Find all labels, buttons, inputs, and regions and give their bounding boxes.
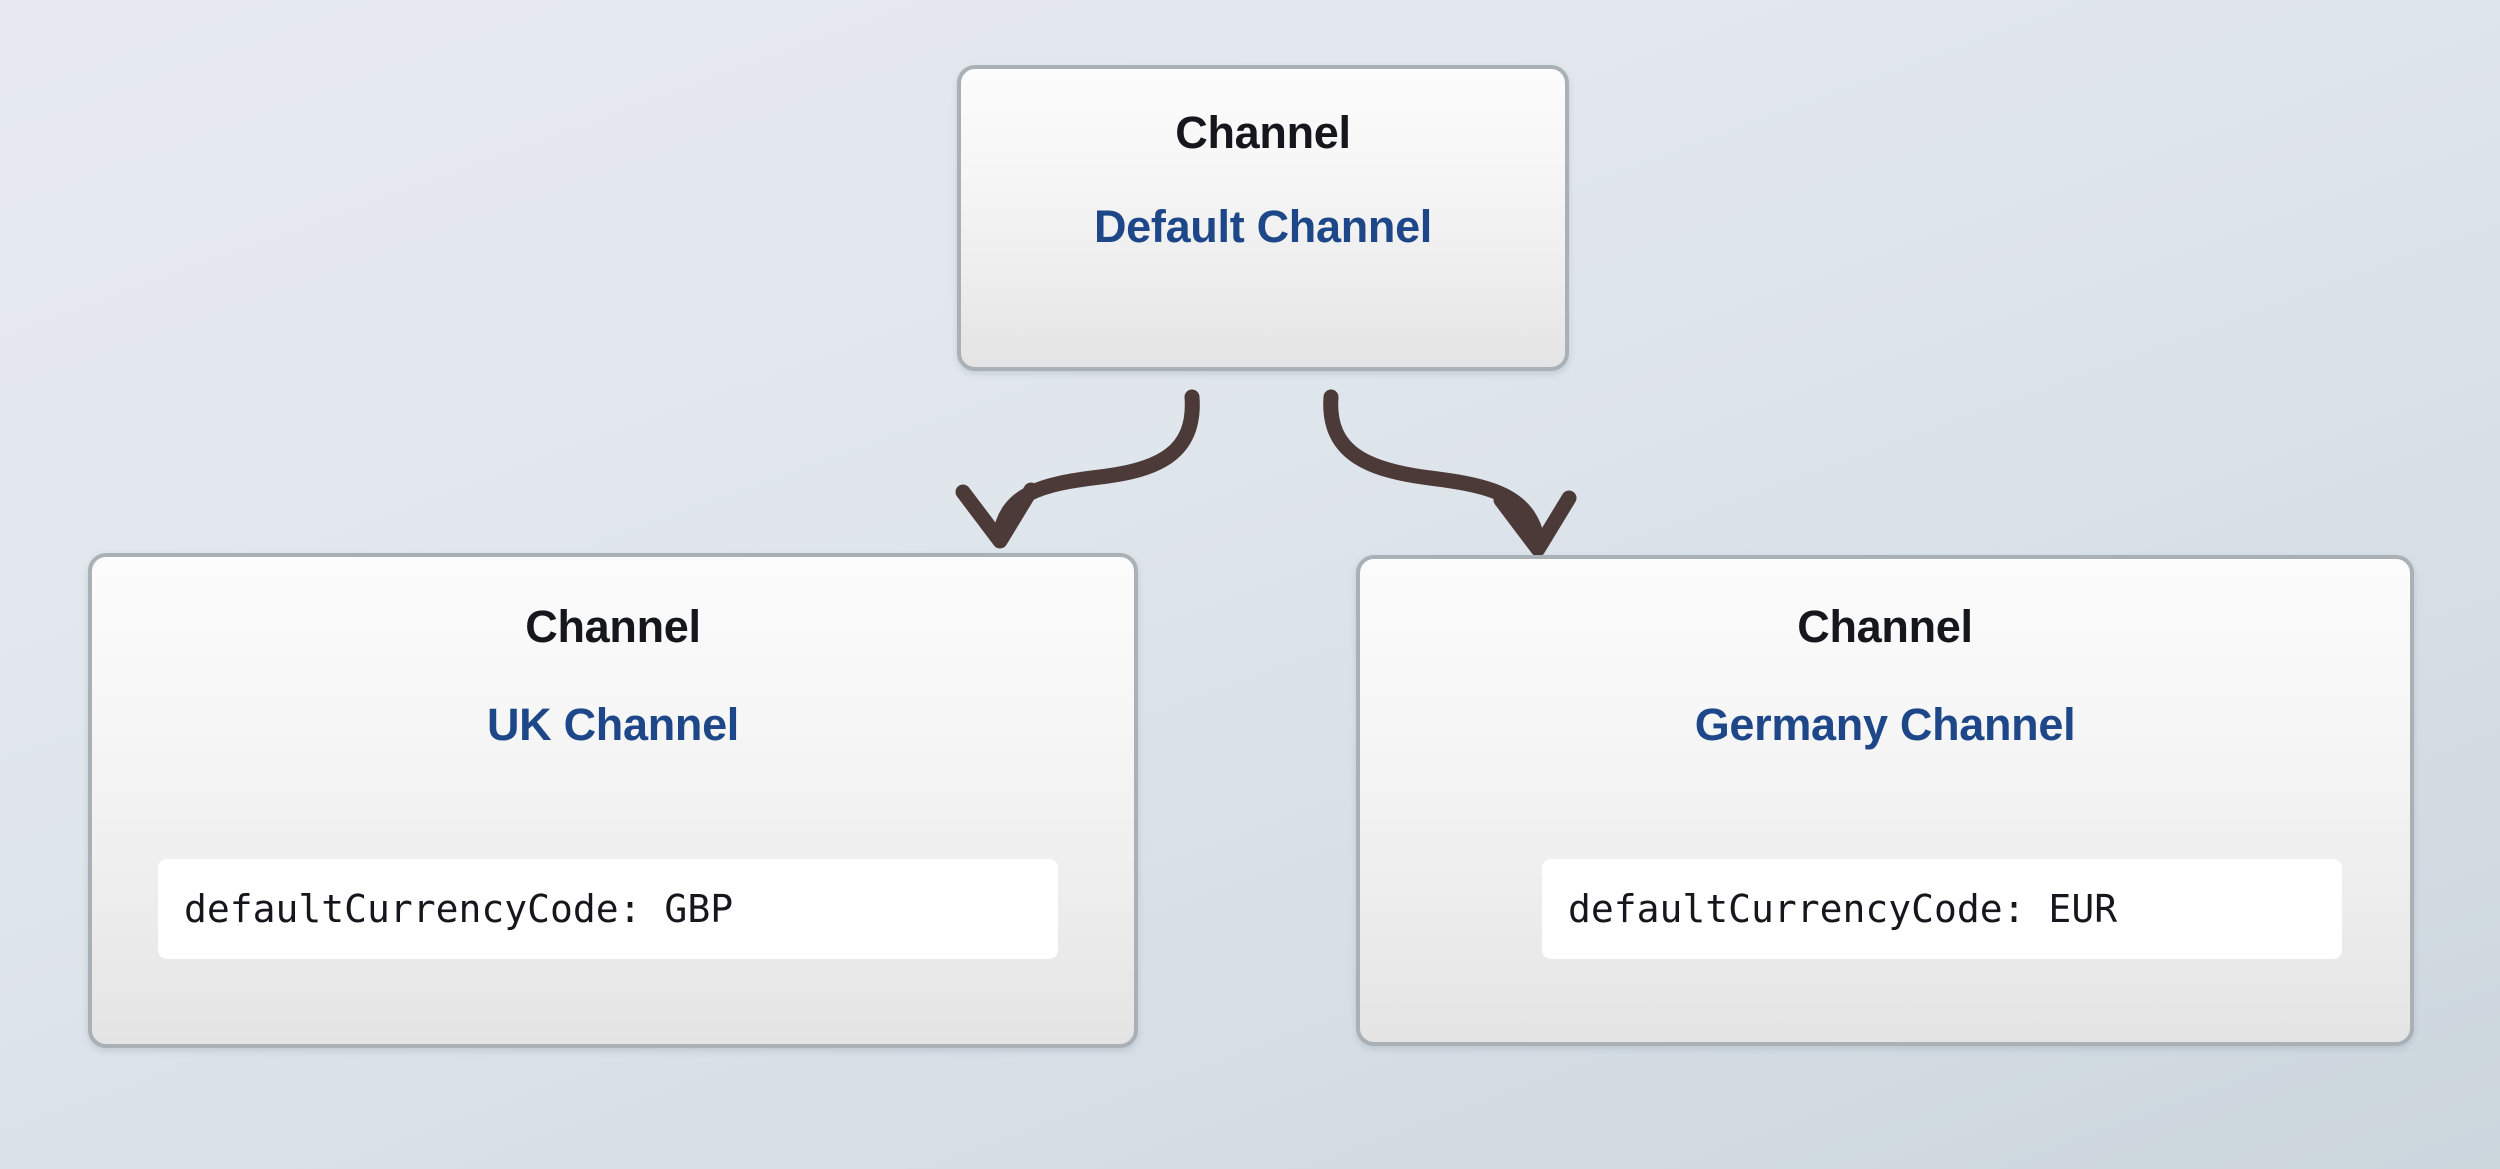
node-property-default-currency-code: defaultCurrencyCode: GBP [158, 859, 1058, 959]
node-type-label: Channel [1797, 601, 1973, 652]
node-title-label: Germany Channel [1694, 699, 2076, 750]
node-type-label: Channel [1175, 107, 1351, 158]
edge-root-to-germany [1323, 389, 1577, 557]
node-default-channel[interactable]: Channel Default Channel [957, 65, 1569, 371]
node-property-default-currency-code: defaultCurrencyCode: EUR [1542, 859, 2342, 959]
node-title-label: UK Channel [486, 699, 739, 750]
edge-root-to-uk [955, 389, 1200, 549]
node-type-label: Channel [525, 601, 701, 652]
node-uk-channel[interactable]: Channel UK Channel defaultCurrencyCode: … [88, 553, 1138, 1048]
node-title-label: Default Channel [1093, 201, 1433, 252]
node-germany-channel[interactable]: Channel Germany Channel defaultCurrencyC… [1356, 555, 2414, 1046]
